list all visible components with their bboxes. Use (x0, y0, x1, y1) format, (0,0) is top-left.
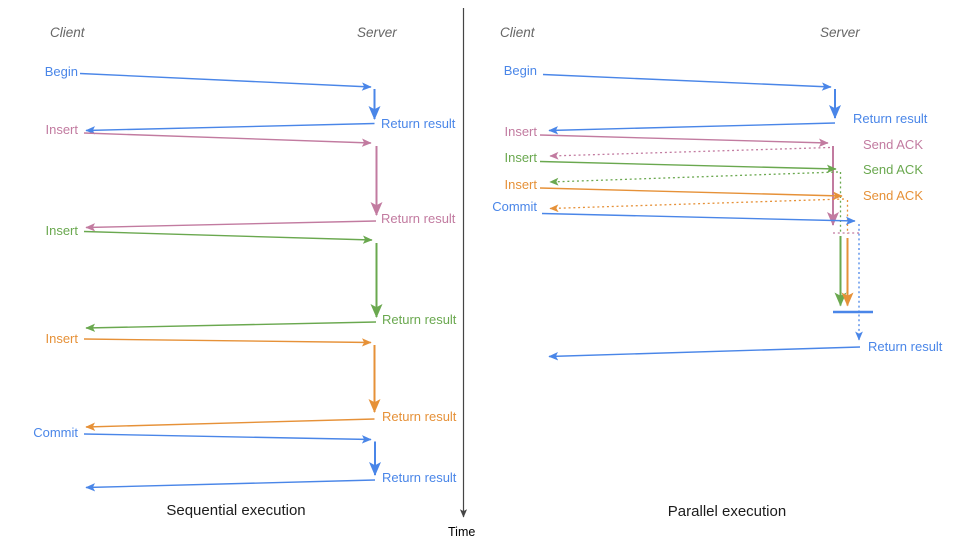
left-panel-title: Sequential execution (166, 502, 306, 519)
left-server-header: Server (357, 25, 397, 40)
right-op-label-commit: Commit (492, 199, 537, 214)
left-insert1-return-arrow (85, 220, 377, 232)
left-op-label-insert3: Insert (45, 331, 78, 346)
right-op-label-insert3: Insert (504, 177, 537, 192)
right-op-label-insert1: Insert (504, 124, 537, 139)
right-server-header: Server (820, 25, 860, 40)
left-begin-return-arrow (85, 122, 375, 135)
left-return-result-insert3: Return result (382, 409, 457, 424)
right-begin-return-arrow (548, 122, 836, 135)
right-final-return-arrow (548, 346, 861, 361)
left-client-header: Client (50, 25, 85, 40)
left-insert3-return-arrow (85, 418, 375, 431)
right-insert3-ack-arrow (549, 198, 845, 213)
right-begin-request-arrow (542, 73, 832, 91)
left-op-label-insert2: Insert (45, 223, 78, 238)
left-insert2-request-arrow (83, 230, 373, 244)
time-label: Time (448, 525, 476, 539)
right-send-ack-insert3: Send ACK (863, 188, 923, 203)
right-insert1-ack-arrow (549, 146, 831, 160)
right-send-ack-insert2: Send ACK (863, 162, 923, 177)
left-insert3-request-arrow (83, 338, 372, 347)
right-op-label-insert2: Insert (504, 150, 537, 165)
left-return-result-begin: Return result (381, 116, 456, 131)
left-op-label-insert1: Insert (45, 122, 78, 137)
right-send-ack-insert1: Send ACK (863, 137, 923, 152)
right-parallel-arrows (539, 73, 873, 361)
left-return-result-commit: Return result (382, 470, 457, 485)
left-sequential-arrows (79, 72, 383, 492)
right-insert1-request-arrow (539, 134, 829, 147)
left-begin-request-arrow (79, 72, 372, 91)
right-client-header: Client (500, 25, 535, 40)
right-op-label-begin: Begin (503, 63, 537, 78)
right-panel-title: Parallel execution (667, 503, 787, 520)
right-final-return-result: Return result (868, 339, 943, 354)
right-return-result-begin: Return result (853, 111, 928, 126)
right-insert2-request-arrow (539, 160, 837, 173)
left-op-label-commit: Commit (33, 425, 78, 440)
right-insert2-ack-arrow (549, 171, 839, 186)
left-commit-return-arrow (85, 479, 376, 492)
left-return-result-insert1: Return result (381, 211, 456, 226)
left-commit-request-arrow (83, 433, 372, 444)
right-commit-request-arrow (541, 212, 856, 225)
right-insert3-request-arrow (539, 187, 843, 200)
left-insert2-return-arrow (85, 321, 377, 333)
left-insert1-request-arrow (83, 132, 372, 147)
left-return-result-insert2: Return result (382, 312, 457, 327)
left-op-label-begin: Begin (44, 64, 78, 79)
